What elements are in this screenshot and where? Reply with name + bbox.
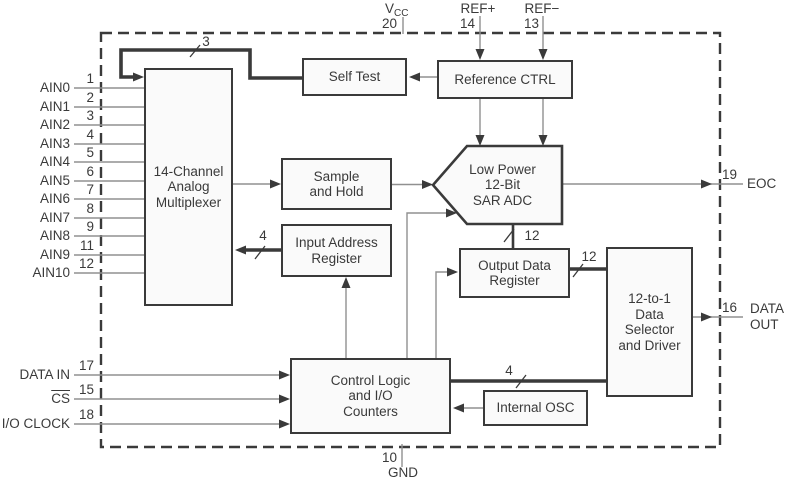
bus-width-control-selector: 4 (505, 363, 513, 378)
pin-label-io-clock: I/O CLOCK (1, 416, 70, 431)
block-internal-osc: Internal OSC (483, 390, 588, 426)
bus-wires (119, 48, 606, 383)
pin-number-ain3: 4 (86, 127, 94, 142)
pin-number-chip-select: 15 (78, 382, 94, 397)
control-wires (341, 208, 458, 358)
block-analog-multiplexer: 14-Channel Analog Multiplexer (144, 68, 233, 306)
bus-width-register-selector: 12 (581, 249, 597, 264)
pin-label-ain1: AIN1 (39, 99, 70, 114)
bus-width-adc-output: 12 (524, 228, 540, 243)
pin-label-ain0: AIN0 (39, 80, 70, 95)
pin-label-gnd: GND (388, 465, 418, 480)
pin-label-vcc: VCC (385, 1, 409, 19)
block-sar-adc-label: Low Power 12-Bit SAR ADC (469, 161, 536, 208)
pin-label-ain4: AIN4 (39, 154, 70, 169)
bus-width-self-test: 3 (202, 34, 210, 49)
pin-number-ain7: 8 (86, 201, 94, 216)
pin-number-ain1: 2 (86, 90, 94, 105)
pin-label-data-out: DATA OUT (750, 301, 785, 332)
block-self-test: Self Test (302, 58, 407, 96)
pin-number-data-in: 17 (78, 358, 94, 373)
pin-number-ain0: 1 (86, 71, 94, 86)
bus-width-slashes (189, 44, 584, 389)
block-sar-adc-shape (431, 144, 564, 226)
pin-label-ain7: AIN7 (39, 210, 70, 225)
pin-number-ain10: 12 (78, 256, 94, 271)
pin-number-gnd: 10 (381, 450, 397, 465)
pin-number-vcc: 20 (381, 16, 397, 31)
pin-label-ain9: AIN9 (39, 247, 70, 262)
pin-label-ain5: AIN5 (39, 173, 70, 188)
bus-width-address: 4 (259, 228, 267, 243)
block-reference-ctrl: Reference CTRL (437, 60, 573, 99)
supply-reference-wires (401, 16, 548, 467)
analog-input-wires (74, 87, 144, 274)
pin-number-eoc: 19 (722, 167, 738, 182)
pin-number-ain2: 3 (86, 108, 94, 123)
pin-label-chip-select: CS (51, 391, 70, 406)
signal-path-wires (233, 72, 743, 413)
pin-label-eoc: EOC (747, 176, 777, 191)
chip-boundary (99, 31, 722, 449)
block-input-address-register: Input Address Register (281, 224, 392, 277)
pin-number-ref-minus: 13 (523, 16, 539, 31)
pin-label-data-in: DATA IN (19, 367, 70, 382)
pin-label-ain8: AIN8 (39, 228, 70, 243)
pin-number-ain8: 9 (86, 219, 94, 234)
block-data-selector: 12-to-1 Data Selector and Driver (606, 247, 693, 397)
pin-number-ain6: 7 (86, 182, 94, 197)
pin-label-ref-minus: REF− (524, 1, 560, 16)
pin-number-io-clock: 18 (78, 407, 94, 422)
pin-label-ain2: AIN2 (39, 117, 70, 132)
block-output-data-register: Output Data Register (459, 248, 570, 298)
block-sample-and-hold: Sample and Hold (281, 158, 392, 210)
pin-number-ain5: 6 (86, 164, 94, 179)
pin-label-ref-plus: REF+ (460, 1, 496, 16)
serial-interface-wires (74, 370, 290, 429)
pin-number-data-out: 16 (722, 300, 738, 315)
pin-label-ain6: AIN6 (39, 191, 70, 206)
pin-number-ain9: 11 (79, 238, 94, 253)
block-control-logic: Control Logic and I/O Counters (290, 358, 451, 434)
pin-label-ain10: AIN10 (32, 265, 70, 280)
pin-number-ain4: 5 (86, 145, 94, 160)
pin-label-ain3: AIN3 (39, 136, 70, 151)
pin-number-ref-plus: 14 (459, 16, 475, 31)
